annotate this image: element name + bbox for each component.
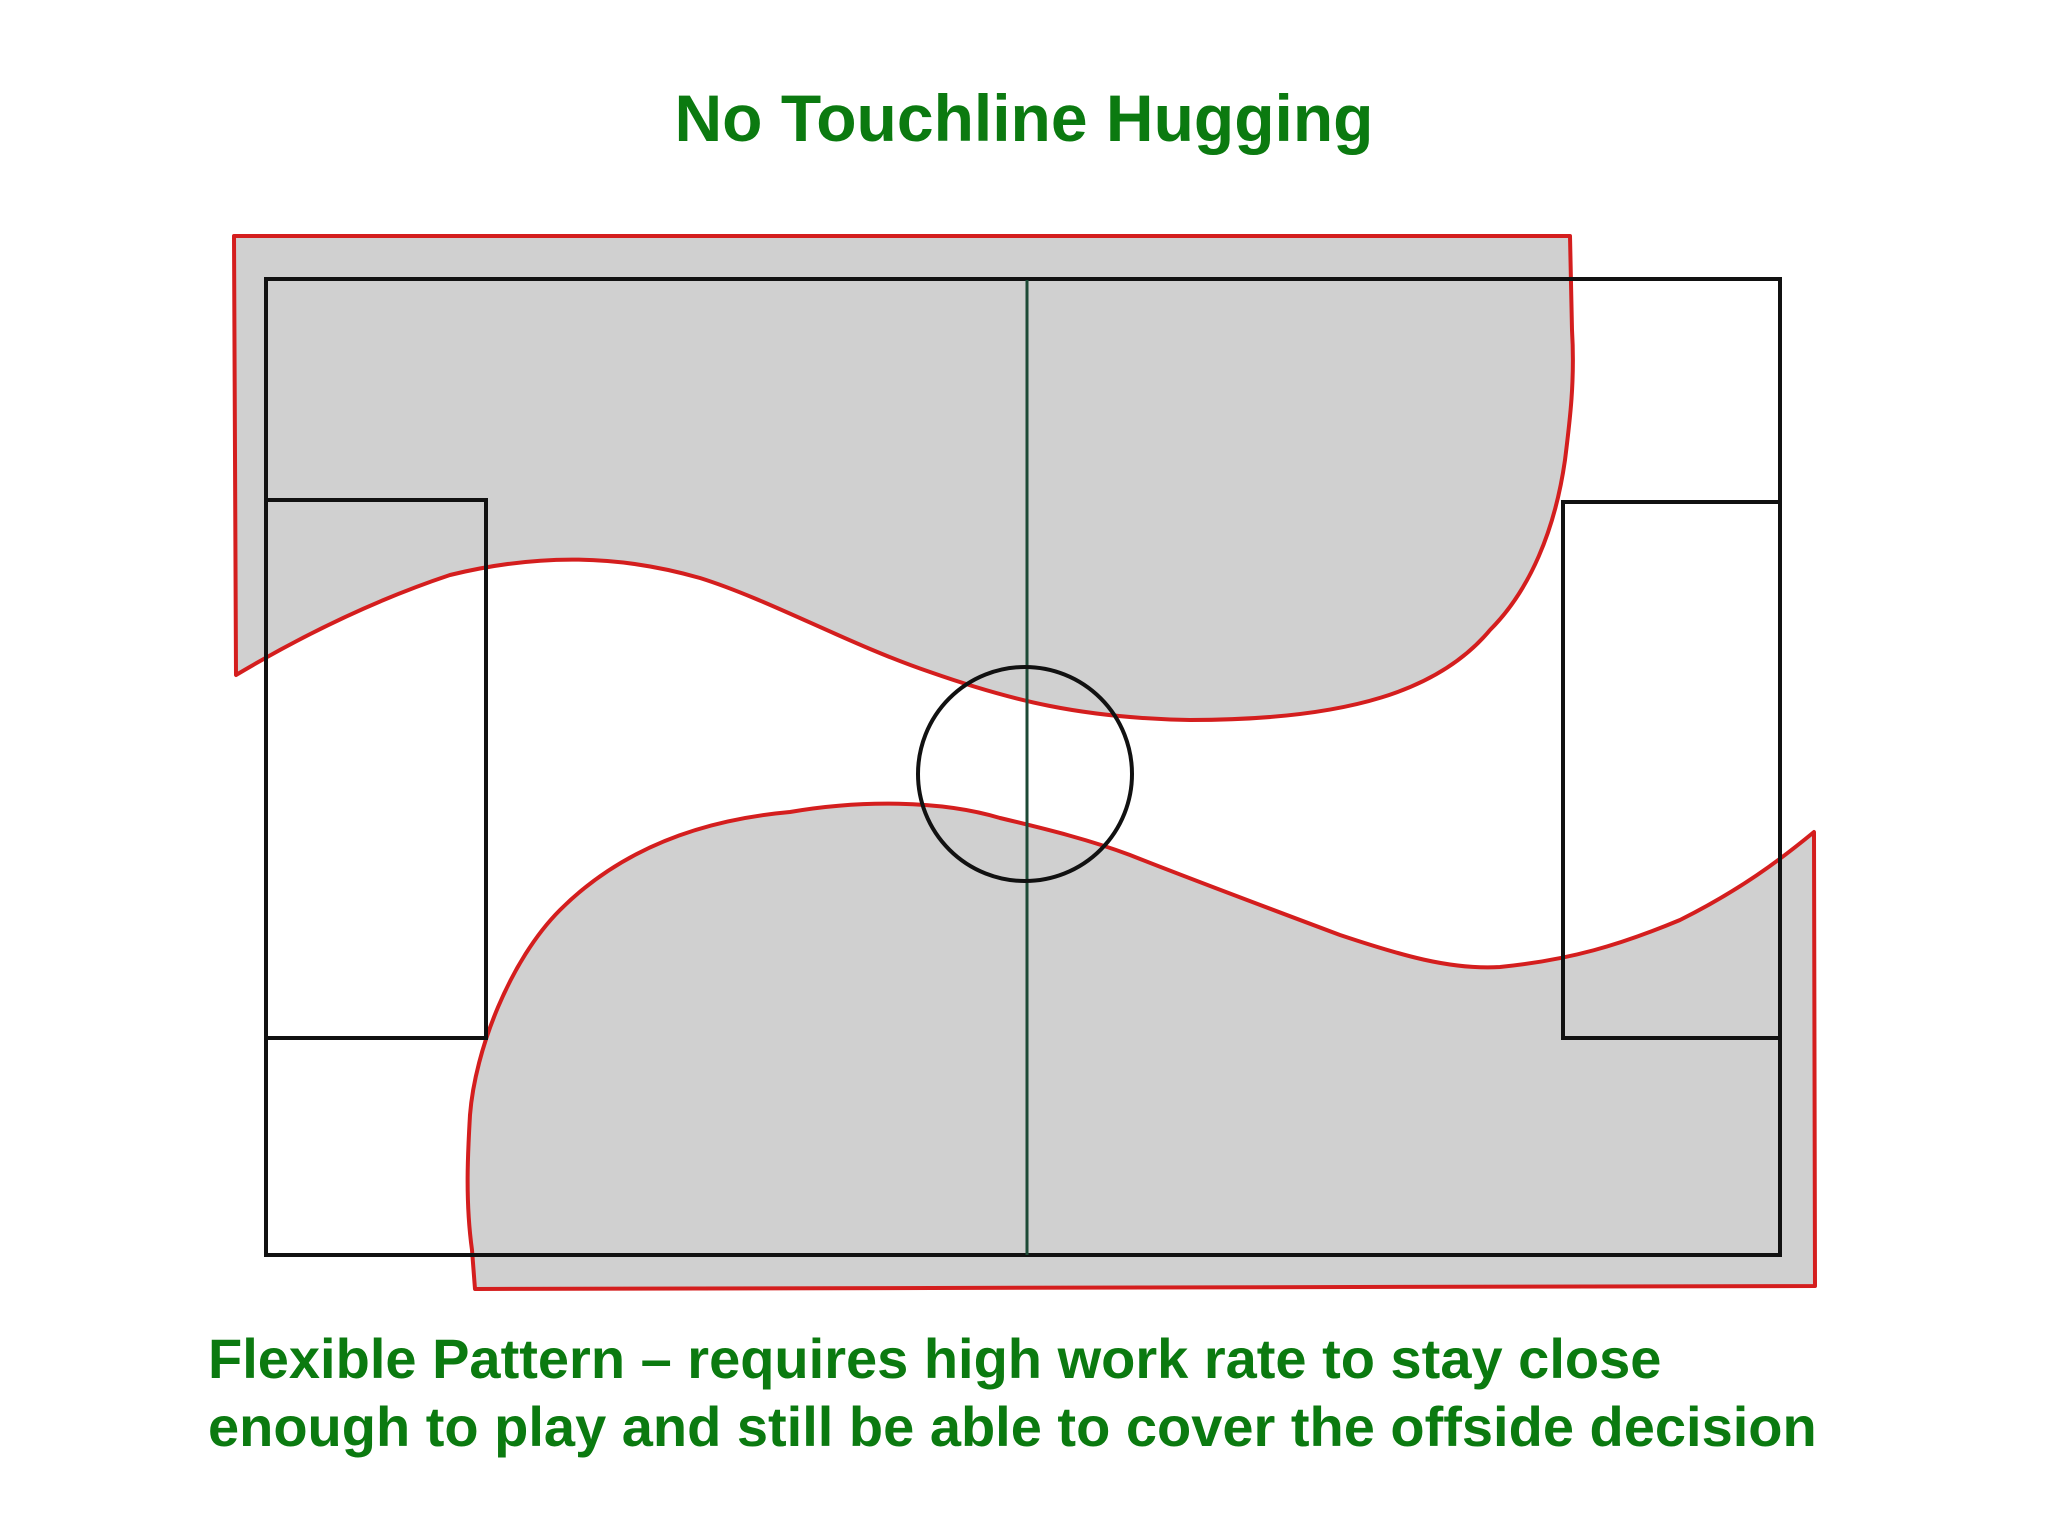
caption-line-2: enough to play and still be able to cove… (208, 1395, 1817, 1458)
penalty-area-left (264, 498, 488, 1040)
coverage-zone-upper (232, 234, 1575, 722)
center-circle (916, 665, 1134, 883)
slide-title: No Touchline Hugging (674, 81, 1374, 155)
penalty-area-right (1561, 500, 1782, 1040)
caption: Flexible Pattern – requires high work ra… (208, 1325, 2008, 1461)
coverage-zone-lower (465, 801, 1817, 1291)
caption-line-1: Flexible Pattern – requires high work ra… (208, 1327, 1662, 1390)
